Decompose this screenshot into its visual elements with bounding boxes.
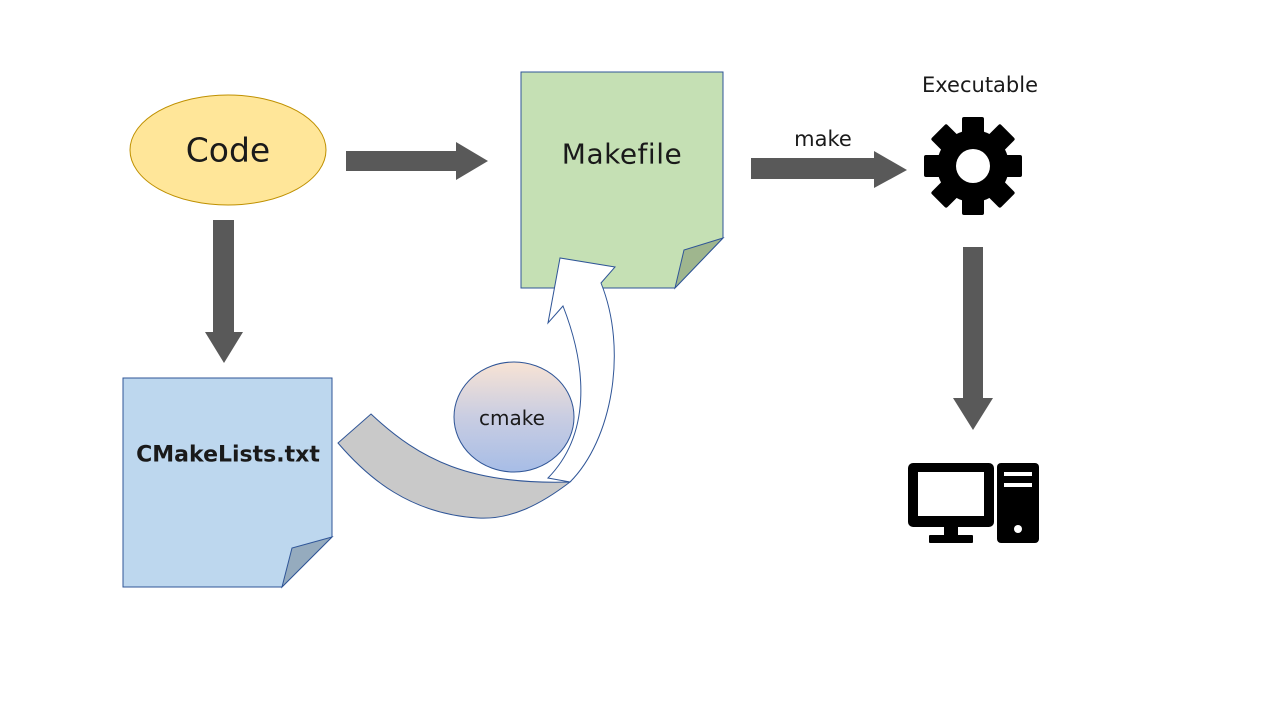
code-label: Code — [185, 130, 271, 170]
cmakelists-node — [122, 377, 334, 589]
arrow-executable-to-computer — [953, 247, 993, 430]
makefile-page-fold — [674, 236, 725, 290]
gear-icon — [924, 117, 1022, 215]
arrow-makefile-to-executable — [751, 151, 907, 188]
cmake-curved-arrow-band — [337, 413, 572, 519]
desktop-computer-icon — [908, 463, 1039, 543]
makefile-node — [520, 71, 725, 290]
code-node — [129, 94, 327, 206]
arrow-code-to-makefile — [346, 142, 488, 180]
cmake-curved-arrow-head — [546, 257, 616, 483]
cmakelists-page-fold — [281, 536, 334, 589]
executable-label: Executable — [921, 73, 1039, 97]
make-label: make — [794, 127, 852, 151]
cmake-label: cmake — [479, 406, 545, 430]
cmakelists-label: CMakeLists.txt — [136, 442, 320, 468]
cmake-badge — [453, 361, 575, 473]
arrow-code-to-cmakelists — [205, 220, 243, 363]
makefile-label: Makefile — [561, 137, 683, 171]
